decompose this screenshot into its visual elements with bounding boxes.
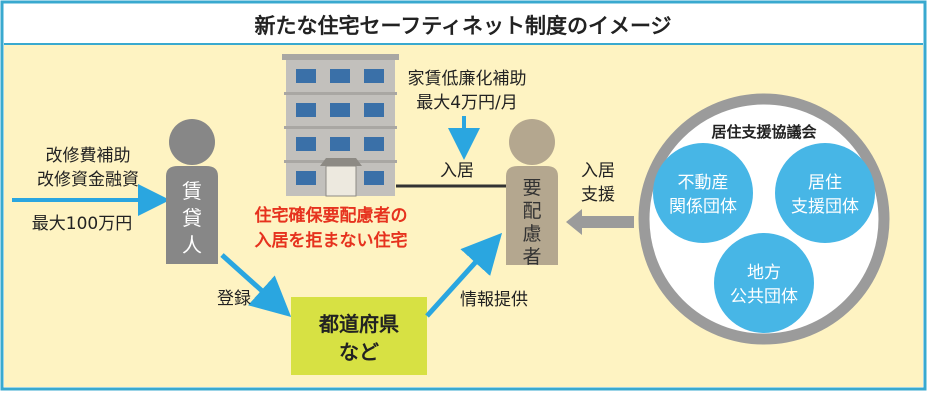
council-title: 居住支援協議会: [711, 123, 816, 141]
registration-arrow: [220, 253, 292, 318]
council-member-realestate: [653, 143, 753, 243]
landlord-char-1: 賃: [182, 179, 202, 203]
diagram-title: 新たな住宅セーフティネット制度のイメージ: [254, 14, 671, 38]
building-roof: [282, 54, 399, 60]
renovation-max-label: 最大100万円: [32, 214, 132, 234]
prefecture-label-1: 都道府県: [318, 312, 399, 336]
resident-body: [506, 166, 558, 265]
prefecture-box: [291, 297, 427, 375]
resident-char-3: 慮: [522, 223, 541, 245]
support-label-1: 入居: [581, 161, 615, 181]
rent-subsidy-label: 家賃低廉化補助: [408, 69, 527, 89]
support-label-2: 支援: [581, 185, 615, 205]
info-provision-label: 情報提供: [460, 290, 528, 310]
council-member-housing-support: [775, 143, 875, 243]
accepting-housing-label-2: 入居を拒まない住宅: [255, 230, 408, 251]
landlord-char-3: 人: [182, 233, 202, 257]
council-member-local-gov: [714, 233, 814, 333]
apartment-building-icon: [282, 54, 399, 197]
housing-support-label-2: 支援団体: [791, 197, 859, 217]
building-canopy: [320, 158, 362, 166]
prefecture-label-2: など: [339, 340, 379, 364]
local-gov-label-1: 地方: [747, 263, 781, 283]
renovation-subsidy-label: 改修費補助: [46, 146, 131, 166]
accepting-housing-label-1: 住宅確保要配慮者の: [255, 205, 408, 226]
rent-subsidy-max-label: 最大4万円/月: [416, 93, 518, 113]
move-in-label: 入居: [440, 161, 474, 181]
housing-support-label-1: 居住: [808, 173, 842, 193]
realestate-label-1: 不動産: [678, 173, 729, 193]
support-arrow: [566, 209, 634, 235]
realestate-label-2: 関係団体: [669, 197, 737, 217]
resident-char-4: 者: [522, 246, 541, 268]
resident-char-2: 配: [522, 200, 541, 222]
building-windows: [296, 69, 384, 185]
landlord-figure: 賃 貸 人: [166, 119, 218, 264]
info-provision-arrow: [425, 232, 503, 318]
landlord-head: [169, 119, 215, 165]
resident-char-1: 要: [522, 177, 541, 199]
landlord-body: [166, 166, 218, 264]
renovation-loan-label: 改修資金融資: [37, 170, 139, 190]
building-entrance: [325, 165, 357, 197]
local-gov-label-2: 公共団体: [730, 287, 798, 307]
resident-head: [509, 119, 555, 165]
person-needing-care-figure: 要 配 慮 者: [506, 119, 558, 268]
registration-label: 登録: [217, 289, 251, 309]
landlord-char-2: 貸: [182, 206, 202, 230]
